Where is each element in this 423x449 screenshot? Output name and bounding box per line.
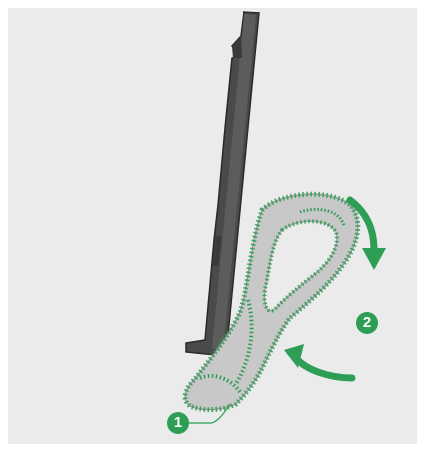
step-1-label: 1 [167,412,189,434]
curved-arrow-left-icon [284,344,352,378]
step-2-label: 2 [356,312,378,334]
